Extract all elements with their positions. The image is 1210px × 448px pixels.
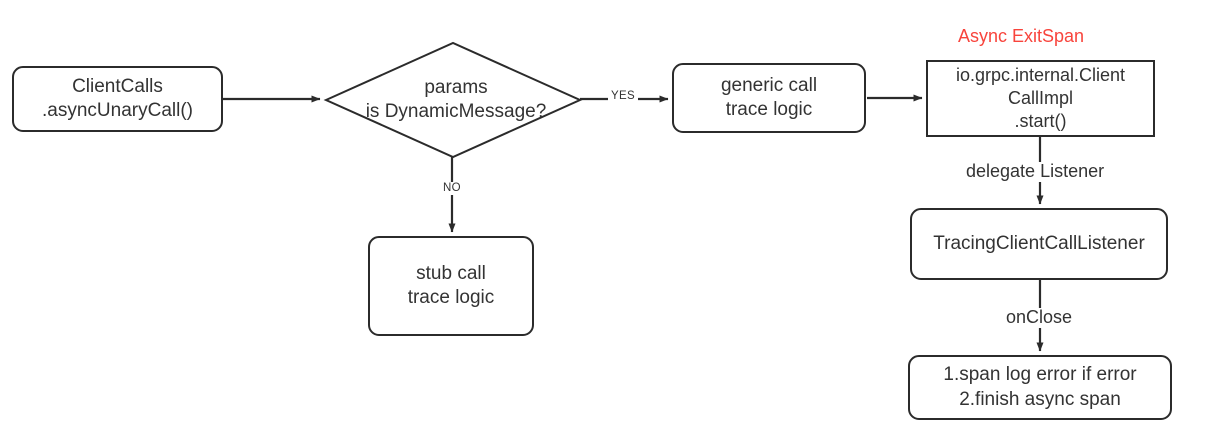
annotation-async-exitspan: Async ExitSpan	[958, 26, 1085, 46]
node-client-call-impl-start[interactable]: io.grpc.internal.Client CallImpl .start(…	[926, 60, 1155, 137]
edge-label-no: NO	[440, 182, 464, 195]
node-tracing-client-call-listener[interactable]: TracingClientCallListener	[910, 208, 1168, 280]
node-stub-call-trace-logic[interactable]: stub call trace logic	[368, 236, 534, 336]
node-client-calls[interactable]: ClientCalls .asyncUnaryCall()	[12, 66, 223, 132]
node-span-log-and-finish[interactable]: 1.span log error if error 2.finish async…	[908, 355, 1172, 420]
edge-label-on-close: onClose	[1003, 307, 1076, 328]
edge-label-delegate-listener: delegate Listener	[963, 161, 1108, 182]
node-generic-call-trace-logic[interactable]: generic call trace logic	[672, 63, 866, 133]
node-decision-params-dynamicmessage[interactable]: params is DynamicMessage?	[365, 76, 547, 122]
edge-label-yes: YES	[608, 90, 638, 103]
